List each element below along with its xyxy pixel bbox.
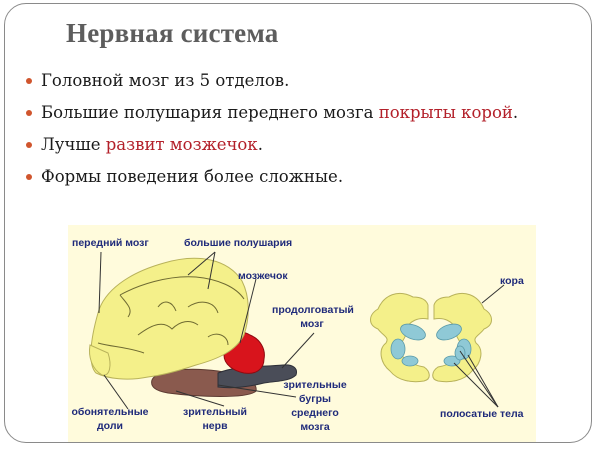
cross-section-shape <box>370 293 492 383</box>
label-hemispheres: большие полушария <box>184 237 293 249</box>
bullet-dot-icon <box>26 174 32 180</box>
bullet-dot-icon <box>26 142 32 148</box>
bullet-list: Головной мозг из 5 отделов. Большие полу… <box>24 68 580 196</box>
bullet-text: . <box>512 103 519 122</box>
bullet-text: Лучше <box>41 135 106 154</box>
bullet-dot-icon <box>26 110 32 116</box>
label-cerebellum: мозжечок <box>238 270 288 282</box>
hemispheres-shape <box>90 257 249 380</box>
brain-diagram: передний мозг большие полушария мозжечок… <box>68 225 536 442</box>
bullet-item: Формы поведения более сложные. <box>24 164 580 190</box>
label-medulla: продолговатый мозг <box>272 304 354 330</box>
label-optic-lobes: зрительные бугры среднего мозга <box>283 379 347 433</box>
bullet-text: Формы поведения более сложные. <box>41 167 344 186</box>
brain-illustration <box>89 251 505 410</box>
label-cortex: кора <box>500 275 524 287</box>
bullet-dot-icon <box>26 78 32 84</box>
olfactory-lobe-shape <box>89 344 111 376</box>
highlighted-text: покрыты корой <box>378 103 513 122</box>
bullet-text: Большие полушария переднего мозга <box>41 103 379 122</box>
bullet-text: Головной мозг из 5 отделов. <box>41 71 290 90</box>
label-olfactory-lobes: обонятельные доли <box>71 406 149 432</box>
bullet-item: Большие полушария переднего мозга покрыт… <box>24 100 580 126</box>
bullet-text: . <box>257 135 263 154</box>
bullet-item: Головной мозг из 5 отделов. <box>24 68 580 94</box>
label-forebrain: передний мозг <box>72 237 149 249</box>
bullet-item: Лучше развит мозжечок. <box>24 132 580 158</box>
highlighted-text: развит мозжечок <box>105 135 258 154</box>
label-striatum: полосатые тела <box>440 408 524 420</box>
label-optic-nerve: зрительный нерв <box>183 406 247 432</box>
slide-title: Нервная система <box>66 18 279 48</box>
